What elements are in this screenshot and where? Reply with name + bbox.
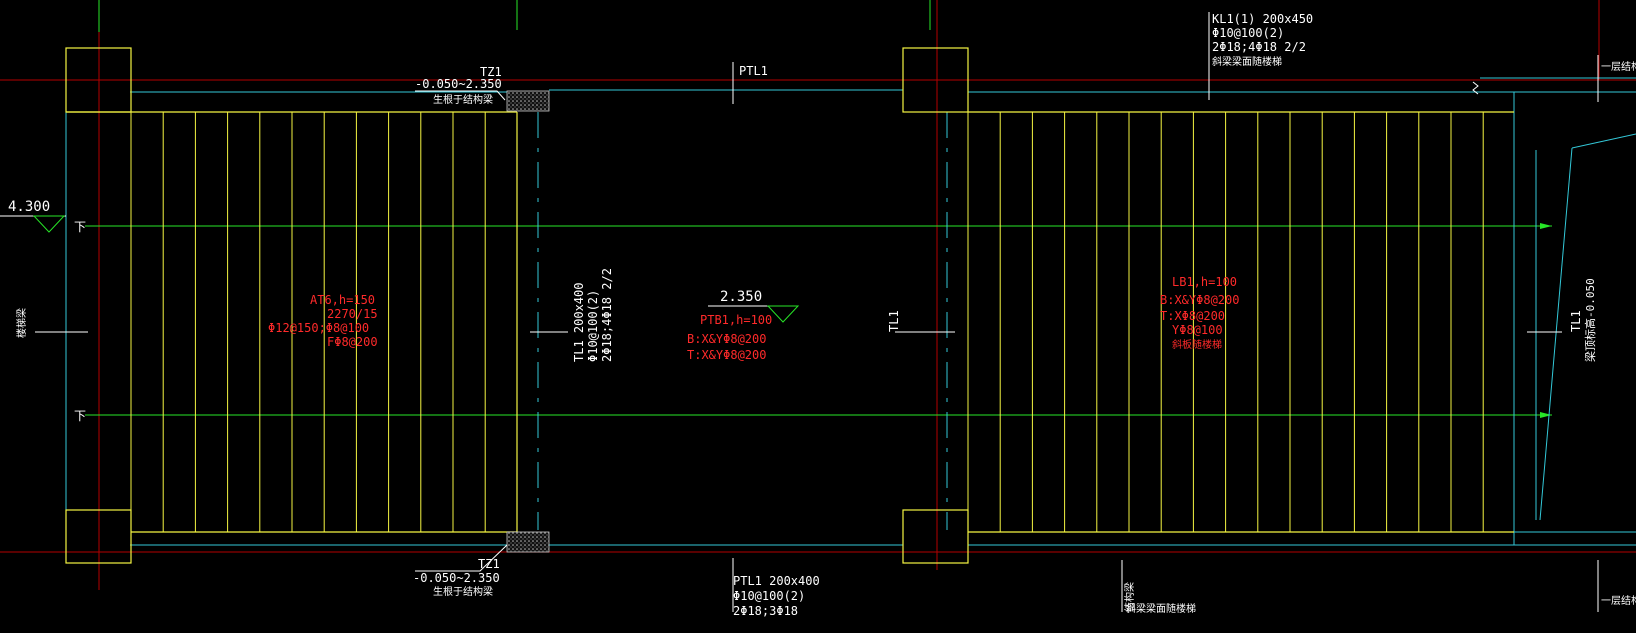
beam-lines: [65, 77, 1636, 546]
column-bottom-mid: [902, 509, 969, 564]
down-marker-upper: 下: [74, 220, 86, 234]
ptl1-bottom-line3: 2Φ18;3Φ18: [733, 604, 798, 618]
column-top-mid: [902, 47, 969, 113]
ptl1-top-label: PTL1: [739, 64, 768, 78]
tz1-top-range: -0.050~2.350: [415, 77, 502, 91]
kl1-line2: Φ10@100(2): [1212, 26, 1284, 40]
kl1-line1: KL1(1) 200x450: [1212, 12, 1313, 26]
elevation-marker-landing: [766, 305, 800, 323]
ptl1-bottom-line1: PTL1 200x400: [733, 574, 820, 588]
tl1-vertical-line1: TL1 200x400: [572, 283, 586, 362]
tz1-column-top: [506, 90, 550, 112]
left-side-label: 楼梯梁: [15, 308, 28, 338]
right-edge-bottom-label: 一层结构梁: [1601, 594, 1636, 607]
landing-edge-slant-2: [1539, 147, 1573, 521]
bottom-note-line1: 结构梁: [1123, 582, 1136, 612]
right-edge-top-label: 一层结构梁: [1601, 60, 1636, 73]
tl1-vertical-line3: 2Φ18;4Φ18 2/2: [600, 268, 614, 362]
axis-lines: [0, 0, 1636, 590]
at6-line2: 2270/15: [327, 307, 378, 321]
guide-lines: [85, 0, 1552, 416]
kl1-line4: 斜梁梁面随楼梯: [1212, 55, 1282, 68]
tz1-bottom-note: 生根于结构梁: [433, 585, 493, 598]
lb1-line1: LB1,h=100: [1172, 275, 1237, 289]
treads-left: [130, 112, 486, 532]
tz1-bottom-name: TZ1: [478, 557, 500, 571]
tz1-bottom-leader: [415, 544, 508, 572]
elevation-marker-left: [32, 215, 66, 233]
lb1-line4: YΦ8@100: [1172, 323, 1223, 337]
tl1-center-label: TL1: [887, 310, 901, 332]
walkline-arrow-lower: [1540, 412, 1552, 418]
lb1-line3: T:XΦ8@200: [1160, 309, 1225, 323]
elevation-left-text: 4.300: [8, 199, 50, 215]
tz1-top-note: 生根于结构梁: [433, 93, 493, 106]
treads-right: [967, 112, 1484, 532]
tl1-right-line1: TL1: [1569, 310, 1583, 332]
elevation-landing-text: 2.350: [720, 289, 762, 305]
bottom-note-line2: 斜梁梁面随楼梯: [1126, 602, 1196, 615]
lb1-line2: B:X&YΦ8@200: [1160, 293, 1239, 307]
kl1-line3: 2Φ18;4Φ18 2/2: [1212, 40, 1306, 54]
at6-line4: FΦ8@200: [327, 335, 378, 349]
tz1-bottom-range: -0.050~2.350: [413, 571, 500, 585]
ptb1-line1: PTB1,h=100: [700, 313, 772, 327]
tl1-vertical-line2: Φ10@100(2): [586, 290, 600, 362]
walkline-arrow-upper: [1540, 223, 1552, 229]
tz1-top-leader: [415, 90, 506, 101]
break-mark: [1472, 81, 1479, 95]
column-bottom-left: [65, 509, 132, 564]
tl1-right-line2: 梁顶标高-0.050: [1583, 278, 1597, 362]
ptb1-line2: B:X&YΦ8@200: [687, 332, 766, 346]
ptb1-line3: T:X&YΦ8@200: [687, 348, 766, 362]
tz1-top-name: TZ1: [480, 65, 502, 79]
at6-line3: Φ12@150;Φ8@100: [268, 321, 369, 335]
landing-edge-slant: [1571, 133, 1636, 149]
tz1-column-bottom: [506, 531, 550, 553]
leader-lines: [0, 12, 1599, 612]
walkline-arrows: [1540, 223, 1552, 418]
ptl1-bottom-line2: Φ10@100(2): [733, 589, 805, 603]
lb1-line5: 斜板随楼梯: [1172, 338, 1222, 351]
at6-line1: AT6,h=150: [310, 293, 375, 307]
down-marker-lower: 下: [74, 409, 86, 423]
